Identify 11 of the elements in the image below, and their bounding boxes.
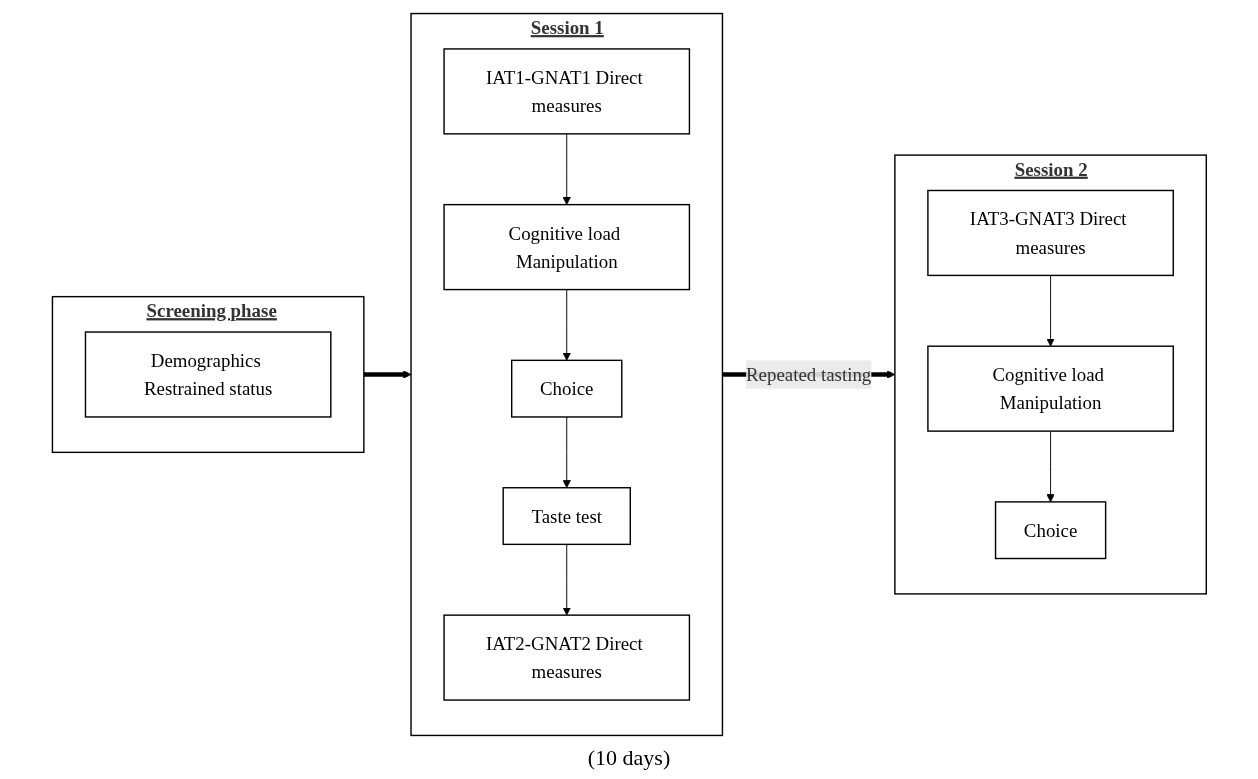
node-box: IAT3-GNAT3 Direct measures — [926, 189, 1174, 277]
node-box: Taste test — [502, 487, 631, 546]
node-box: Demographics Restrained status — [84, 331, 332, 418]
node-box: Choice — [994, 501, 1106, 560]
note-text: (10 days) — [587, 745, 671, 771]
edge-label: Repeated tasting — [745, 364, 871, 385]
node-box: Cognitive load Manipulation — [443, 203, 690, 291]
node-box: Choice — [510, 359, 623, 418]
node-box: IAT1-GNAT1 Direct measures — [443, 48, 690, 135]
node-box: IAT2-GNAT2 Direct measures — [443, 614, 690, 701]
node-box: Cognitive load Manipulation — [926, 345, 1174, 432]
